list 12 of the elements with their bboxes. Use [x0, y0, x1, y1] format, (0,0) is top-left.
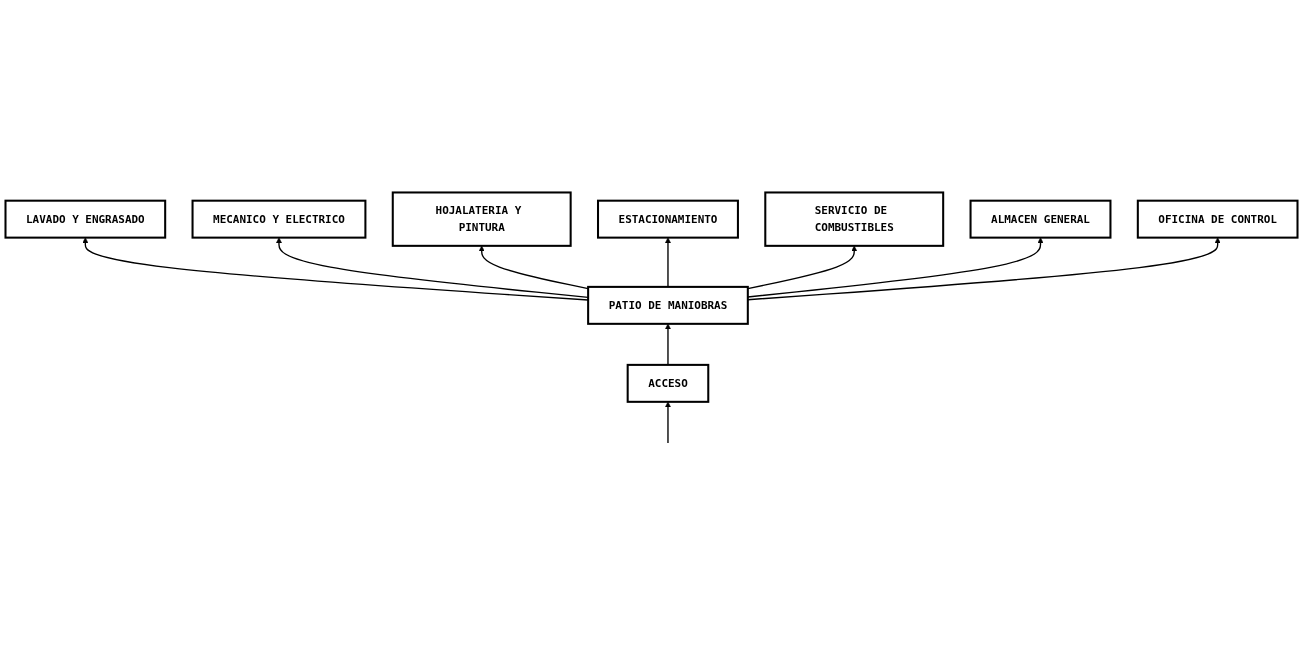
node-box: OFICINA DE CONTROL — [1136, 199, 1299, 239]
node-box: ALMACEN GENERAL — [969, 199, 1112, 239]
node-box: MECANICO Y ELECTRICO — [191, 199, 367, 239]
node-box: HOJALATERIA Y PINTURA — [391, 191, 572, 247]
node-box: LAVADO Y ENGRASADO — [4, 199, 167, 239]
arrow — [478, 245, 589, 289]
node-box: ESTACIONAMIENTO — [597, 199, 739, 239]
node-box: PATIO DE MANIOBRAS — [587, 285, 749, 325]
arrow — [747, 245, 858, 289]
arrow — [664, 401, 671, 444]
node-box: SERVICIO DE COMBUSTIBLES — [764, 191, 945, 247]
node-box: ACCESO — [626, 363, 710, 403]
